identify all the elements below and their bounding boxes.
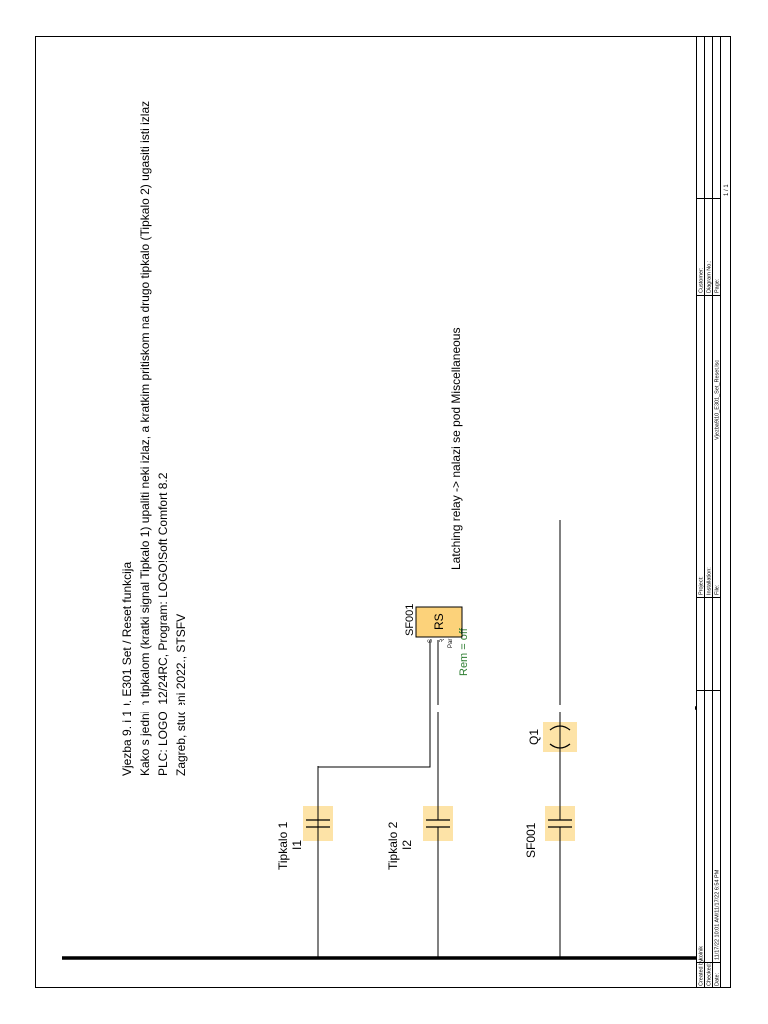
sf001-contact-name: SF001 [524,822,538,858]
tipkalo-2-name: Tipkalo 2 [386,821,400,870]
contact-tipkalo-2[interactable] [423,806,453,841]
rs-pin-r: R [440,638,446,643]
rs-block-outline [415,606,463,638]
header-text: Vjezba 9. i 10. E301 Set / Reset funkcij… [120,101,188,776]
rs-block-sf001[interactable]: RS [415,606,463,638]
date-value: 11/17/22 10:01 AM/11/17/22 6:54 PM [715,869,721,960]
title-block-grid [696,36,721,988]
page-value: 1 / 1 [724,184,730,196]
sheet-frame [35,36,731,988]
mask-old-rail [40,705,695,712]
customer-label: Customer: [699,267,705,293]
rs-block-id: SF001 [404,604,416,636]
checked-label: Checked: [707,962,713,986]
q1-name: Q1 [527,729,541,745]
file-label: File: [715,584,721,595]
header-line-3: PLC: LOGO! 12/24RC, Program: LOGO!Soft C… [156,472,170,776]
rs-pin-par: Par [448,639,454,648]
rs-block-label: RS [432,613,446,630]
header-line-1: Vjezba 9. i 10. E301 Set / Reset funkcij… [120,562,134,776]
created-by-label: Created by: [699,957,705,986]
rs-rem-setting: Rem = off [458,627,470,676]
tipkalo-1-address: I1 [290,840,304,850]
tipkalo-1-name: Tipkalo 1 [276,821,290,870]
mask-1 [312,709,324,766]
note-latching-relay: Latching relay -> nalazi se pod Miscella… [449,328,463,570]
header-line-2: Kako s jednim tipkalom (kratki signal Ti… [138,101,152,776]
tipkalo-2-address: I2 [400,840,414,850]
installation-label: Installation: [707,567,713,595]
contact-sf001[interactable] [545,806,575,841]
page-label: Page: [715,278,721,293]
rung1-repaint [318,641,431,768]
date-label: Date: [715,972,721,986]
rs-pin-s: S [428,639,434,643]
title-block-labels: Created by: kolnik Checked: Date: 11/17/… [699,184,731,986]
header-line-4: Zagreb, studeni 2022., STSFV [174,614,188,776]
file-value: Vjezba9i10_E301_Set_Reset.lsc [715,360,721,440]
diagram-no-label: Diagram No.: [707,260,713,293]
created-by-value: kolnik [699,946,705,960]
project-label: Project: [699,576,705,595]
